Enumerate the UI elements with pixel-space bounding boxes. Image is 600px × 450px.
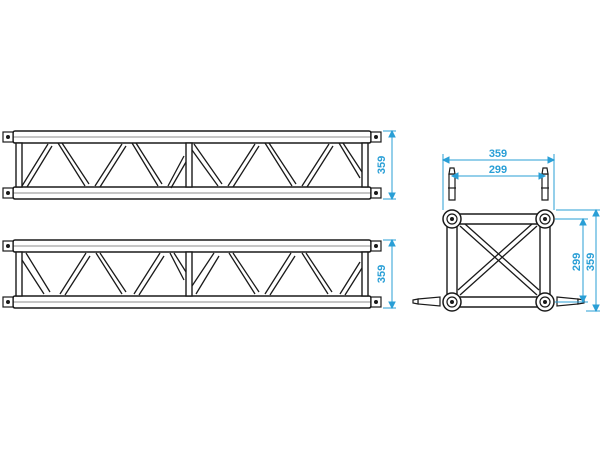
truss-side-view-top: 359	[2, 129, 396, 201]
dimension-line-side-top	[383, 129, 396, 201]
diagonal-braces	[21, 252, 363, 296]
truss-side-view-bottom: 359	[2, 238, 396, 310]
truss-cross-section: 359 299 299 359	[412, 148, 600, 313]
end-post-left	[15, 142, 23, 188]
cross-section-frame	[446, 213, 551, 308]
dimension-line-side-bottom	[383, 238, 396, 310]
dimension-label-inner-width: 299	[489, 164, 507, 176]
dimension-label-outer-width: 359	[489, 148, 507, 160]
dimension-label-side-bottom-height: 359	[376, 265, 388, 283]
bottom-chord	[12, 295, 372, 309]
dimension-line-outer-height	[556, 208, 600, 313]
end-plate-right	[370, 131, 382, 199]
corner-tube-top-left	[442, 209, 462, 229]
dimension-label-outer-height: 359	[585, 253, 597, 271]
connector-pin-top-right-icon	[541, 167, 549, 201]
top-chord	[12, 239, 372, 253]
connector-pin-top-left-icon	[448, 167, 456, 201]
dimension-line-inner-height	[555, 217, 588, 304]
end-plate-left	[2, 131, 14, 199]
end-plate-left	[2, 240, 14, 308]
end-plate-right	[370, 240, 382, 308]
center-post	[185, 142, 193, 188]
end-post-right	[361, 251, 369, 297]
connector-pin-bottom-left-icon	[412, 296, 441, 307]
dimension-label-side-top-height: 359	[376, 156, 388, 174]
corner-tube-bottom-right	[535, 292, 555, 312]
bottom-chord	[12, 186, 372, 200]
corner-tube-top-right	[535, 209, 555, 229]
center-post	[185, 251, 193, 297]
dimension-line-outer-width	[441, 154, 556, 210]
end-post-right	[361, 142, 369, 188]
corner-tube-bottom-left	[442, 292, 462, 312]
diagonal-braces	[21, 142, 363, 189]
end-post-left	[15, 251, 23, 297]
dimension-line-inner-width	[450, 172, 547, 180]
top-chord	[12, 130, 372, 144]
dimension-label-inner-height: 299	[571, 253, 583, 271]
cross-section-diagonals	[457, 223, 540, 296]
